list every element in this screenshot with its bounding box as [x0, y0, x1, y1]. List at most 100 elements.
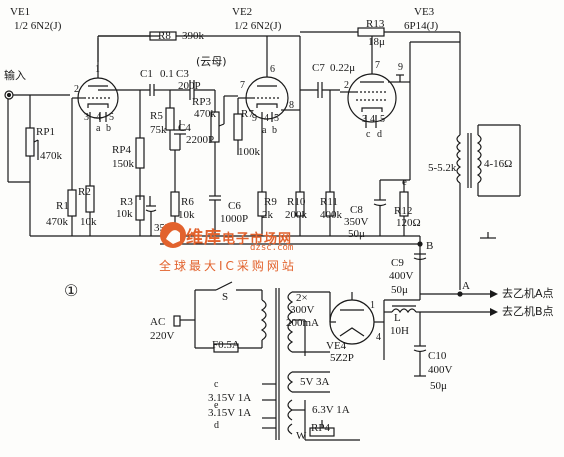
r12-value: 120Ω: [396, 217, 421, 229]
choke-l-symbol: [384, 305, 420, 314]
c1-value: 0.1: [160, 68, 174, 80]
r2-resistor-symbol: [85, 122, 95, 236]
c6-name: C6: [228, 200, 241, 212]
c3-capacitor-symbol: [170, 80, 215, 100]
c8-value: 350V: [344, 216, 369, 228]
ve2-tube-symbol: [238, 36, 290, 122]
r1-name: R1: [56, 200, 69, 212]
r5-resistor-symbol: [165, 90, 175, 150]
r9-name: R9: [264, 196, 277, 208]
ve4-rectifier-symbol: [292, 291, 420, 360]
fuse-label: F0.5A: [212, 339, 240, 351]
mains-input-symbol: [173, 281, 262, 353]
ve1-heater-b: b: [106, 123, 111, 134]
psu-rp4-name: RP4: [311, 422, 330, 434]
ve3-pin-7: 7: [375, 60, 380, 71]
hv-current: 200mA: [286, 317, 319, 329]
r13-name: R13: [366, 18, 385, 30]
r9-value: 2k: [262, 209, 273, 221]
c3-note: (云母): [196, 55, 227, 68]
rp4-potentiometer-symbol: [135, 90, 145, 196]
ve4-pin-4: 4: [376, 332, 381, 343]
c4-value: 2200P: [186, 134, 215, 146]
ve3-tube-symbol: [340, 44, 404, 128]
c8-value2: 50μ: [348, 228, 365, 240]
ve2-pin-9: 9: [252, 113, 257, 124]
r7-value: 100k: [238, 146, 260, 158]
c1-capacitor-symbol: [98, 84, 170, 96]
r8-name: R8: [158, 30, 171, 42]
c3-value: 200P: [178, 80, 201, 92]
c9-capacitor-symbol: [413, 244, 427, 300]
ve1-label: VE1: [10, 6, 31, 18]
r1-value: 470k: [46, 216, 68, 228]
ve3-heater-d: d: [377, 129, 382, 140]
ve3-pin-5: 5: [380, 114, 385, 125]
filament-tap-d: d: [214, 420, 219, 431]
output-to-b: 去乙机B点: [502, 305, 554, 318]
c10-name: C10: [428, 350, 447, 362]
c9-name: C9: [391, 257, 404, 269]
r5-value: 75k: [150, 124, 167, 136]
ve3-pin-2: 2: [344, 80, 349, 91]
node-b-label: B: [426, 240, 434, 252]
r11-value: 400k: [320, 209, 342, 221]
power-transformer-symbol: [260, 288, 330, 440]
rp4-name: RP4: [112, 144, 131, 156]
r1-resistor-symbol: [67, 160, 77, 236]
r2-value: 10k: [80, 216, 97, 228]
transformer-ratio: 5-5.2k: [428, 162, 457, 174]
ve2-type: 1/2 6N2(J): [234, 20, 282, 32]
ve3-pin-4: 4: [370, 114, 375, 125]
filament-tap-c: c: [214, 379, 219, 390]
r9-resistor-symbol: [257, 122, 267, 236]
rp3-name: RP3: [192, 96, 211, 108]
r3-name: R3: [120, 196, 133, 208]
r2-name: R2: [78, 186, 91, 198]
r3-resistor-symbol: [135, 195, 145, 236]
output-to-a: 去乙机A点: [502, 287, 554, 300]
r11-resistor-symbol: [325, 90, 335, 236]
c10-value2: 50μ: [430, 380, 447, 392]
watermark-url: dzsc.com: [250, 243, 294, 253]
speaker-impedance: 4-16Ω: [484, 158, 513, 170]
rp4-value: 150k: [112, 158, 134, 170]
c8-capacitor-symbol: [373, 180, 387, 236]
filament-1: 3.15V 1A: [208, 392, 252, 404]
ve2-heater-a: a: [262, 125, 267, 136]
watermark-slogan: 全球最大IC采购网站: [159, 259, 297, 273]
c4-name: C4: [178, 122, 191, 134]
r7-resistor-symbol: [233, 98, 243, 155]
r8-value: 390k: [182, 30, 204, 42]
ve1-pin-5: 5: [109, 112, 114, 123]
hv-winding: 2×: [296, 292, 308, 304]
node-a-label: A: [462, 280, 470, 292]
c9-value: 400V: [389, 270, 414, 282]
psu-rp4-symbol: [309, 420, 335, 437]
r13-resistor-symbol: [300, 27, 460, 44]
c6-value: 1000P: [220, 213, 249, 225]
c10-capacitor-symbol: [413, 312, 427, 377]
ve1-pin-2: 2: [74, 84, 79, 95]
ve1-pin-1: 1: [95, 64, 100, 75]
ve2-pin-5: 5: [274, 113, 279, 124]
ve1-tube-symbol: [72, 40, 119, 122]
r12-tap-e: e: [402, 176, 407, 188]
ve2-label: VE2: [232, 6, 253, 18]
ve3-heater-c: c: [366, 129, 371, 140]
c7-name: C7: [312, 62, 325, 74]
c6-capacitor-symbol: [209, 160, 221, 236]
c7-capacitor-symbol: [300, 82, 340, 98]
choke-label: L: [394, 312, 401, 324]
r12-name: R12: [394, 205, 413, 217]
rp1-potentiometer-symbol: [7, 95, 39, 183]
r12-resistor-symbol: [399, 180, 409, 236]
r13-value: 18μ: [368, 36, 385, 48]
r6-value: 10k: [178, 209, 195, 221]
ve2-heater-b: b: [272, 125, 277, 136]
c8-name: C8: [350, 204, 363, 216]
ve4-label: VE4: [326, 340, 347, 352]
ve3-pin-3: 3: [362, 114, 367, 125]
